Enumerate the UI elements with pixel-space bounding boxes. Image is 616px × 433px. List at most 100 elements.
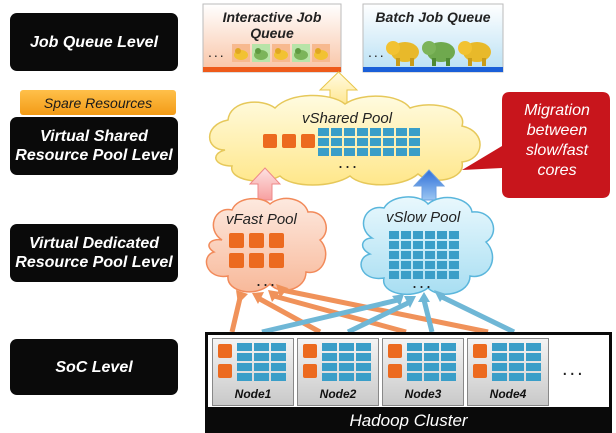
- node-label: Node1: [234, 387, 272, 401]
- hadoop-elephant-icon: [292, 44, 310, 62]
- slow-core: [389, 251, 399, 259]
- slow-core: [254, 353, 269, 361]
- slow-core: [424, 343, 439, 351]
- slow-core: [318, 138, 329, 146]
- slow-core: [370, 128, 381, 136]
- slow-core: [331, 148, 342, 156]
- interactive-queue-base: [203, 67, 341, 72]
- slow-core: [409, 128, 420, 136]
- cluster-ellipsis: ...: [562, 358, 585, 380]
- interactive-jobs: [232, 44, 330, 62]
- slow-core: [509, 353, 524, 361]
- batch-queue-ellipsis: ...: [368, 44, 386, 60]
- slow-core: [254, 343, 269, 351]
- fast-core: [303, 364, 317, 378]
- level-soc: SoC Level: [10, 339, 178, 395]
- slow-core: [318, 148, 329, 156]
- level-job-queue: Job Queue Level: [10, 13, 178, 71]
- slow-core: [389, 261, 399, 269]
- slow-core: [492, 353, 507, 361]
- slow-core: [389, 241, 399, 249]
- fast-core: [301, 134, 315, 148]
- slow-core: [344, 138, 355, 146]
- batch-queue-title: Batch Job Queue: [375, 9, 491, 25]
- slow-core: [437, 251, 447, 259]
- fast-core: [263, 134, 277, 148]
- node-card: Node3: [382, 338, 464, 406]
- fast-core: [388, 344, 402, 358]
- node-label: Node4: [489, 387, 527, 401]
- fast-to-shared-arrow: [248, 167, 282, 201]
- node-list: Node1 Node2 Node3: [212, 338, 549, 406]
- slow-core: [322, 363, 337, 371]
- node-card: Node1: [212, 338, 294, 406]
- slow-core: [318, 128, 329, 136]
- slow-core: [413, 241, 423, 249]
- slow-core: [339, 343, 354, 351]
- shared-pool-fast-cores: [263, 134, 315, 148]
- slow-core: [449, 271, 459, 279]
- slow-core: [492, 363, 507, 371]
- slow-core: [509, 343, 524, 351]
- slow-core: [331, 138, 342, 146]
- node-card: Node4: [467, 338, 549, 406]
- slow-core: [339, 373, 354, 381]
- slow-core-grid: [492, 343, 541, 381]
- fast-core: [473, 364, 487, 378]
- slow-core: [425, 261, 435, 269]
- slow-core: [383, 138, 394, 146]
- slow-core: [237, 353, 252, 361]
- fast-core: [218, 364, 232, 378]
- slow-core: [407, 373, 422, 381]
- slow-core: [271, 343, 286, 351]
- slow-core: [344, 128, 355, 136]
- fast-core: [269, 233, 284, 248]
- fast-pool-label: vFast Pool: [226, 211, 297, 228]
- slow-core: [389, 231, 399, 239]
- node-card: Node2: [297, 338, 379, 406]
- slow-core: [339, 363, 354, 371]
- fast-core: [282, 134, 296, 148]
- batch-queue-base: [363, 67, 503, 72]
- slow-core: [396, 148, 407, 156]
- slow-core: [401, 231, 411, 239]
- slow-core: [413, 261, 423, 269]
- fast-core: [218, 344, 232, 358]
- slow-core: [322, 343, 337, 351]
- slow-core: [437, 231, 447, 239]
- slow-core: [271, 353, 286, 361]
- fast-core: [229, 233, 244, 248]
- slow-core: [492, 343, 507, 351]
- slow-core: [383, 128, 394, 136]
- slow-core: [425, 241, 435, 249]
- migration-callout: [462, 92, 610, 198]
- slow-core: [441, 353, 456, 361]
- slow-core: [401, 261, 411, 269]
- hadoop-elephant-icon: [386, 41, 419, 66]
- slow-core-grid: [237, 343, 286, 381]
- slow-core: [492, 373, 507, 381]
- slow-core: [425, 271, 435, 279]
- shared-pool-ellipsis: ...: [338, 152, 360, 172]
- fast-core: [269, 253, 284, 268]
- slow-core: [401, 271, 411, 279]
- slow-core: [449, 261, 459, 269]
- slow-core: [449, 231, 459, 239]
- fast-core: [249, 253, 264, 268]
- slow-core: [407, 353, 422, 361]
- slow-core: [407, 363, 422, 371]
- slow-arrow-heads: [392, 290, 446, 308]
- hadoop-elephant-icon: [312, 44, 330, 62]
- slow-core: [409, 138, 420, 146]
- slow-core: [526, 353, 541, 361]
- level-virtual-dedicated: Virtual Dedicated Resource Pool Level: [10, 224, 178, 282]
- slow-core: [339, 353, 354, 361]
- slow-core: [407, 343, 422, 351]
- interactive-queue-ellipsis: ...: [208, 44, 226, 60]
- slow-core: [413, 231, 423, 239]
- hadoop-elephant-icon: [422, 41, 455, 66]
- shared-pool-label: vShared Pool: [302, 110, 393, 127]
- fast-core: [249, 233, 264, 248]
- fast-core: [303, 344, 317, 358]
- hadoop-elephant-icon: [272, 44, 290, 62]
